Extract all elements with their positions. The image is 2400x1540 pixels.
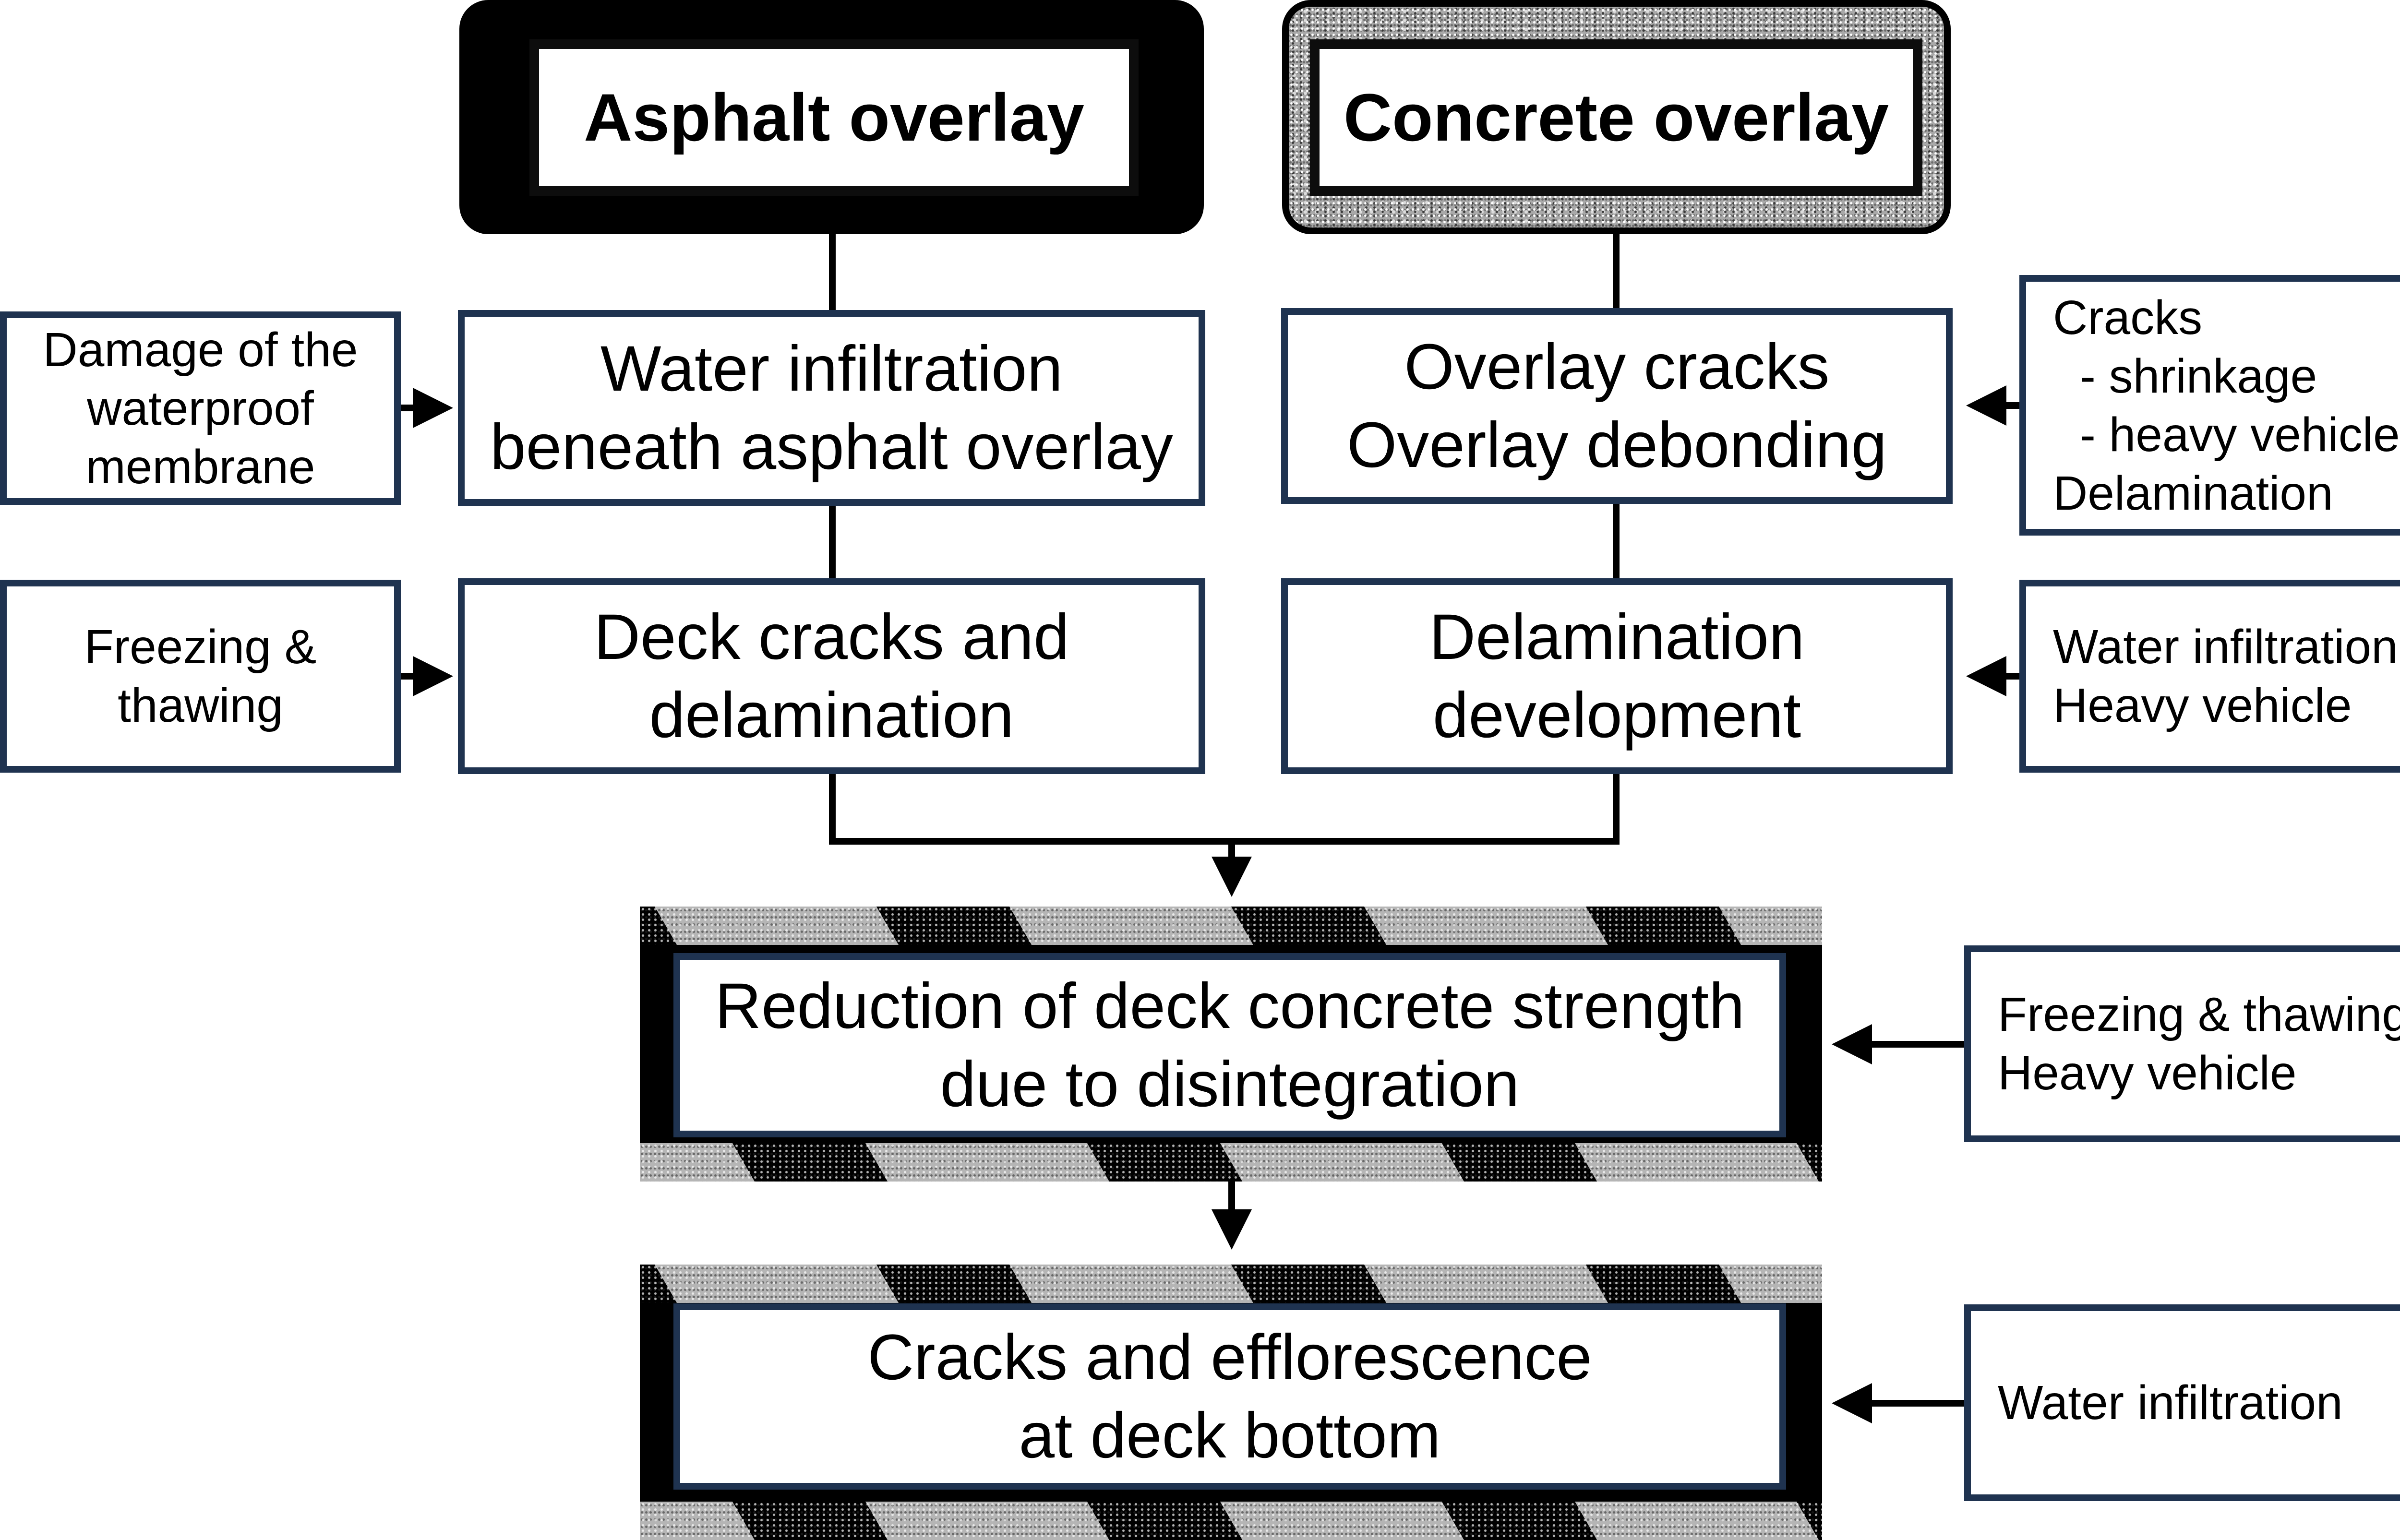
efflorescence-line-2: at deck bottom <box>1019 1400 1441 1471</box>
delam-causes-box: Water infiltration Heavy vehicle <box>2019 580 2400 773</box>
efflorescence-box: Cracks and efflorescence at deck bottom <box>673 1303 1786 1490</box>
deck-cracks-line-1: Deck cracks and <box>594 601 1069 673</box>
overlay-cracks-box: Overlay cracks Overlay debonding <box>1281 308 1953 504</box>
overlay-cracks-line-1: Overlay cracks <box>1404 331 1830 403</box>
membrane-damage-line-3: membrane <box>85 440 315 494</box>
reduction-strength-box: Reduction of deck concrete strength due … <box>673 953 1786 1137</box>
efflorescence-stripe-top <box>640 1265 1822 1303</box>
overlay-causes-line-4: Delamination <box>2053 466 2333 520</box>
membrane-damage-line-1: Damage of the <box>43 322 358 377</box>
efflorescence-line-1: Cracks and efflorescence <box>867 1321 1592 1393</box>
membrane-damage-box: Damage of the waterproof membrane <box>0 311 401 505</box>
strength-causes-box: Freezing & thawing Heavy vehicle <box>1964 945 2400 1142</box>
concrete-overlay-label: Concrete overlay <box>1343 79 1889 155</box>
freezing-thawing-left-line-1: Freezing & <box>84 620 317 674</box>
reduction-stripe-top <box>640 907 1822 945</box>
water-infiltration-box: Water infiltration beneath asphalt overl… <box>458 310 1205 506</box>
strength-causes-line-2: Heavy vehicle <box>1998 1046 2297 1100</box>
overlay-causes-box: Cracks - shrinkage - heavy vehicle Delam… <box>2019 275 2400 536</box>
strength-causes-line-1: Freezing & thawing <box>1998 988 2400 1041</box>
concrete-overlay-box: Concrete overlay <box>1310 39 1922 196</box>
water-infiltration-line-2: beneath asphalt overlay <box>490 411 1173 483</box>
overlay-causes-line-3: - heavy vehicle <box>2053 407 2400 462</box>
membrane-damage-line-2: waterproof <box>87 381 314 435</box>
delam-causes-line-2: Heavy vehicle <box>2053 679 2352 732</box>
freezing-thawing-left-line-2: thawing <box>118 679 283 732</box>
overlay-causes-line-1: Cracks <box>2053 290 2203 345</box>
reduction-stripe-bottom <box>640 1143 1822 1182</box>
asphalt-overlay-label: Asphalt overlay <box>584 79 1084 155</box>
asphalt-overlay-box: Asphalt overlay <box>529 39 1139 196</box>
overlay-causes-line-2: - shrinkage <box>2053 349 2317 403</box>
efflorescence-causes-box: Water infiltration <box>1964 1304 2400 1501</box>
overlay-cracks-line-2: Overlay debonding <box>1347 409 1887 481</box>
delamination-development-line-2: development <box>1432 680 1801 751</box>
delamination-development-box: Delamination development <box>1281 578 1953 774</box>
delam-causes-line-1: Water infiltration <box>2053 620 2398 674</box>
delamination-development-line-1: Delamination <box>1429 601 1805 673</box>
connector-merge <box>829 771 1620 845</box>
freezing-thawing-left-box: Freezing & thawing <box>0 580 401 773</box>
deck-cracks-line-2: delamination <box>649 680 1014 751</box>
water-infiltration-line-1: Water infiltration <box>600 333 1063 405</box>
reduction-strength-line-1: Reduction of deck concrete strength <box>715 970 1745 1042</box>
efflorescence-stripe-bottom <box>640 1502 1822 1540</box>
deck-cracks-box: Deck cracks and delamination <box>458 578 1205 774</box>
efflorescence-causes-line-1: Water infiltration <box>1998 1376 2343 1430</box>
reduction-strength-line-2: due to disintegration <box>940 1049 1520 1120</box>
